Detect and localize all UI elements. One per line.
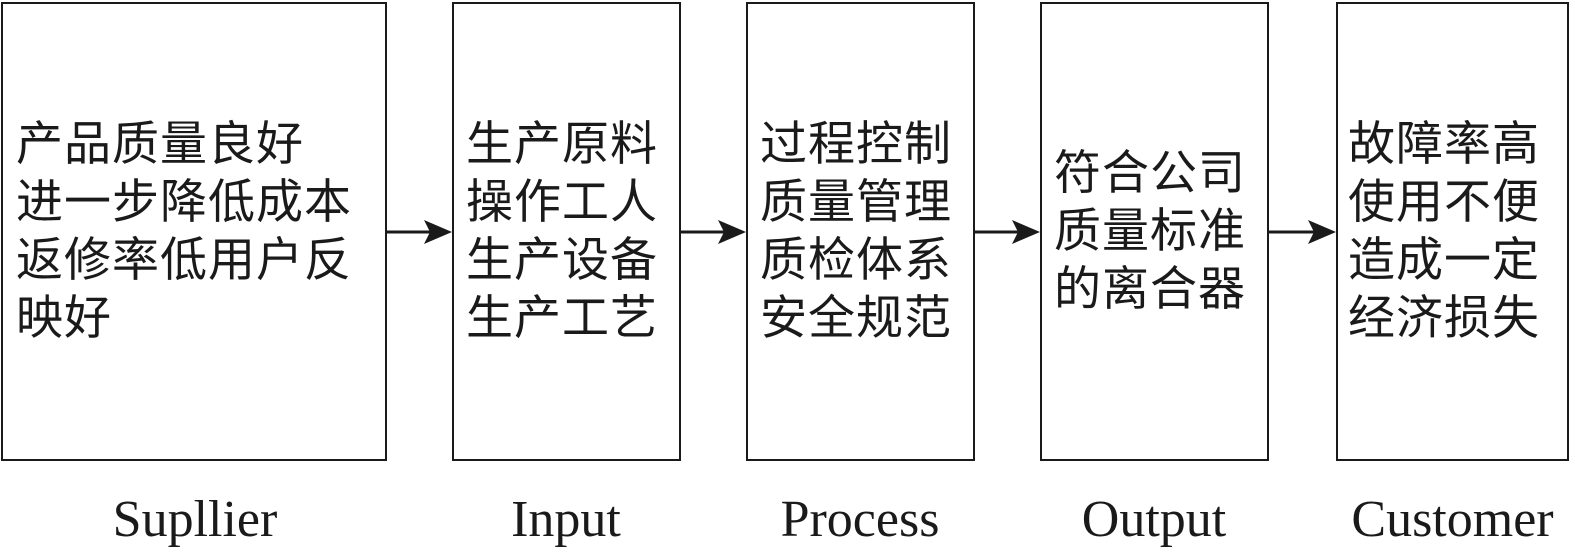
arrow-input-to-process [681,220,746,244]
output-text-line: 质量标准 [1054,203,1246,259]
output-text-line: 符合公司 [1054,145,1246,201]
output-label: Output [1081,491,1227,548]
input-text-line: 生产设备 [466,232,658,288]
arrow-process-to-output [975,220,1040,244]
supplier-text-line: 返修率低用户反 [16,232,352,288]
customer-text-line: 使用不便 [1348,174,1540,230]
process-text-line: 质量管理 [760,174,952,230]
process-box: 过程控制 质量管理 质检体系 安全规范 [746,2,975,461]
output-text-line: 的离合器 [1054,261,1246,317]
supplier-text-line: 进一步降低成本 [16,174,352,230]
input-label: Input [511,491,621,548]
customer-box: 故障率高 使用不便 造成一定 经济损失 [1336,2,1569,461]
customer-text-line: 故障率高 [1348,116,1540,172]
supplier-label: Supllier [112,491,278,548]
supplier-text-line: 映好 [16,290,112,346]
input-box: 生产原料 操作工人 生产设备 生产工艺 [452,2,681,461]
output-box: 符合公司 质量标准 的离合器 [1040,2,1269,461]
input-text-line: 操作工人 [466,174,658,230]
process-text-line: 质检体系 [760,232,952,288]
arrow-supplier-to-input [387,220,452,244]
supplier-text-line: 产品质量良好 [16,116,304,172]
supplier-box: 产品质量良好 进一步降低成本 返修率低用户反 映好 [1,2,387,461]
arrow-output-to-customer [1269,220,1336,244]
customer-label: Customer [1351,491,1554,548]
customer-text-line: 经济损失 [1348,290,1540,346]
process-label: Process [780,491,940,548]
input-text-line: 生产原料 [466,116,658,172]
process-text-line: 安全规范 [760,290,952,346]
input-text-line: 生产工艺 [466,290,658,346]
customer-text-line: 造成一定 [1348,232,1540,288]
process-text-line: 过程控制 [760,116,952,172]
